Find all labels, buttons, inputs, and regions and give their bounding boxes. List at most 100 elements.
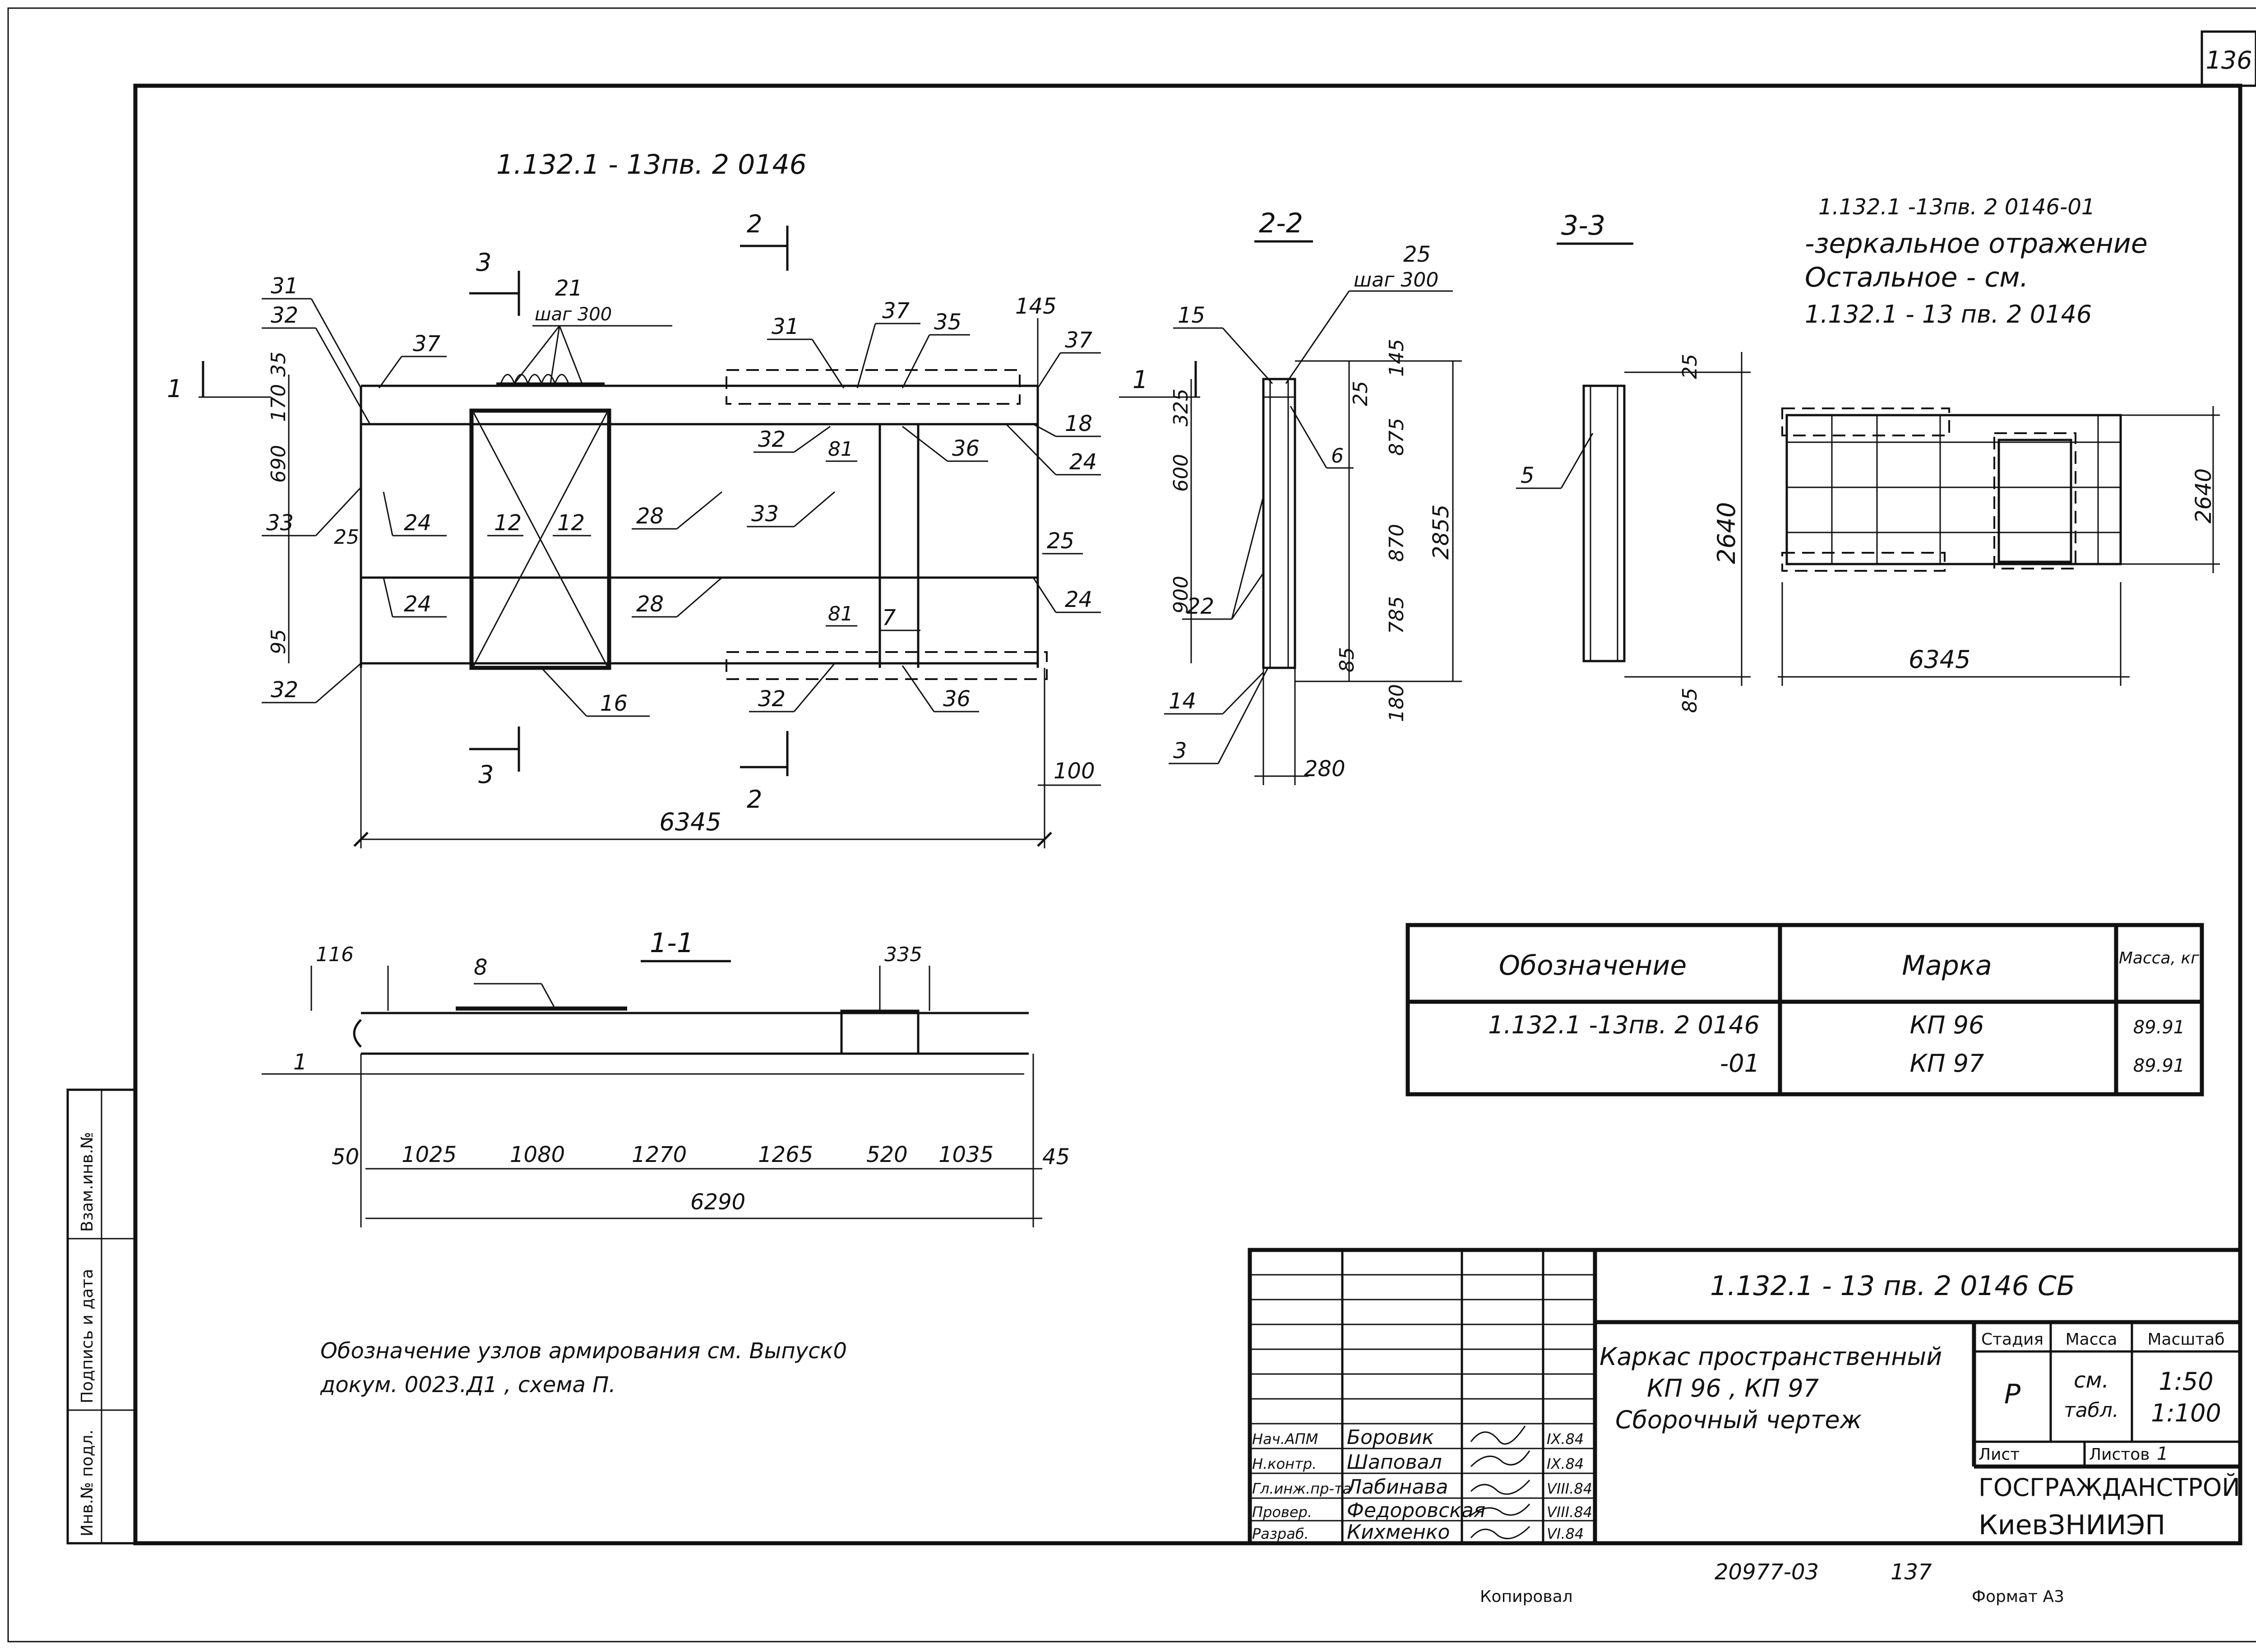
svg-text:2855: 2855 (1428, 504, 1454, 560)
svg-text:25: 25 (1678, 354, 1701, 379)
callout: 81 (828, 602, 853, 625)
svg-text:Р: Р (2004, 1379, 2021, 1410)
callout: 28 (636, 592, 664, 617)
callout: 18 (1065, 411, 1092, 436)
svg-text:25: 25 (334, 526, 359, 549)
svg-text:2: 2 (747, 210, 762, 238)
svg-text:Остальное - см.: Остальное - см. (1805, 262, 2029, 293)
svg-text:280: 280 (1304, 756, 1345, 782)
svg-text:1080: 1080 (510, 1142, 565, 1167)
callout: 35 (934, 310, 962, 335)
outer-trim (7, 7, 2256, 1643)
svg-text:табл.: табл. (2064, 1399, 2119, 1422)
signature-scribble (1470, 1526, 1530, 1540)
callout: 81 (828, 438, 853, 461)
mirror-note: 1.132.1 -13пв. 2 0146-01 -зеркальное отр… (1805, 194, 2148, 329)
svg-text:Масштаб: Масштаб (2147, 1330, 2224, 1349)
svg-text:Нач.АПМ: Нач.АПМ (1252, 1430, 1318, 1448)
svg-text:6: 6 (1331, 444, 1344, 467)
svg-text:1: 1 (1133, 366, 1148, 394)
callout: 21 (555, 276, 582, 301)
callout-step: шаг 300 (535, 304, 612, 325)
svg-text:900: 900 (1170, 576, 1193, 614)
left-binding-strip: Взам.инв.№ Подпись и дата Инв.№ подл. (66, 1088, 137, 1545)
section-1-1 (262, 966, 1042, 1227)
callout: 16 (600, 691, 628, 716)
callout: 12 (557, 510, 585, 536)
callout: 37 (882, 298, 910, 324)
title-line-1: Каркас пространственный (1600, 1342, 1942, 1371)
signature-scribble (1470, 1480, 1530, 1495)
svg-text:Лабинава: Лабинава (1346, 1476, 1448, 1499)
sheet-number-box (2201, 30, 2256, 87)
spec-row-mark: КП 97 (1910, 1049, 1984, 1078)
spec-table: Обозначение Марка Масса, кг 1.132.1 -13п… (1405, 923, 2204, 1097)
drawing-frame (133, 83, 2242, 1546)
svg-text:22: 22 (1187, 594, 1214, 619)
svg-text:3: 3 (478, 760, 494, 789)
svg-text:1265: 1265 (758, 1142, 813, 1167)
svg-text:180: 180 (1385, 684, 1408, 722)
svg-text:25: 25 (1403, 242, 1431, 267)
svg-text:2640: 2640 (2191, 468, 2216, 523)
svg-text:25: 25 (1349, 381, 1372, 406)
note-line-1: Обозначение узлов армирования см. Выпуск… (320, 1338, 847, 1364)
title-block: 1.132.1 - 13 пв. 2 0146 СБ Каркас простр… (1248, 1248, 2242, 1546)
svg-text:170: 170 (267, 384, 290, 422)
title-line-3: Сборочный чертеж (1615, 1406, 1862, 1434)
callout: 32 (271, 677, 298, 703)
svg-text:85: 85 (1336, 647, 1359, 672)
callout: 31 (271, 273, 298, 299)
svg-text:14: 14 (1169, 689, 1196, 714)
spec-row-designation: 1.132.1 -13пв. 2 0146 (1488, 1011, 1760, 1039)
svg-text:1270: 1270 (632, 1142, 687, 1167)
svg-text:35: 35 (267, 352, 290, 377)
svg-text:Кихменко: Кихменко (1347, 1521, 1450, 1544)
svg-text:85: 85 (1678, 688, 1701, 713)
svg-text:Провер.: Провер. (1252, 1504, 1312, 1521)
svg-text:VIII.84: VIII.84 (1547, 1504, 1592, 1521)
main-left-dims: 35 170 690 25 95 (267, 352, 359, 654)
section-1-1-labels: 116 335 8 1 50 1025 1080 1270 1265 520 1… (293, 943, 1070, 1215)
callout: 32 (758, 427, 786, 452)
callout: 7 (882, 605, 896, 630)
callout: 36 (943, 686, 971, 712)
callout: 32 (271, 303, 298, 328)
svg-text:6290: 6290 (690, 1189, 745, 1215)
callout: 28 (636, 504, 664, 529)
svg-text:335: 335 (884, 943, 922, 966)
footer-archive: 20977-03 (1715, 1559, 1819, 1585)
svg-text:-зеркальное отражение: -зеркальное отражение (1805, 228, 2148, 259)
svg-text:1:50: 1:50 (2159, 1367, 2213, 1396)
svg-text:см.: см. (2074, 1368, 2109, 1393)
svg-text:325: 325 (1170, 389, 1193, 426)
main-callouts: 31 32 37 21 шаг 300 31 37 35 145 37 18 2… (262, 273, 1101, 786)
footer-format: Формат А3 (1972, 1587, 2064, 1606)
callout: 25 (1047, 528, 1074, 554)
svg-text:1.132.1 -13пв. 2 0146-01: 1.132.1 -13пв. 2 0146-01 (1818, 194, 2095, 220)
svg-text:Шаповал: Шаповал (1347, 1451, 1442, 1474)
svg-text:Масса: Масса (2066, 1330, 2117, 1349)
svg-text:Стадия: Стадия (1981, 1330, 2043, 1349)
callout: 24 (1065, 587, 1092, 612)
callout: 12 (494, 510, 522, 536)
svg-text:116: 116 (316, 943, 354, 966)
svg-text:3: 3 (476, 248, 491, 277)
svg-text:50: 50 (332, 1144, 359, 1170)
svg-text:Гл.инж.пр-та: Гл.инж.пр-та (1252, 1480, 1351, 1497)
svg-text:IX.84: IX.84 (1547, 1455, 1584, 1472)
svg-text:шаг 300: шаг 300 (1354, 268, 1438, 292)
svg-text:Боровик: Боровик (1347, 1426, 1434, 1449)
spec-row-designation: -01 (1720, 1049, 1760, 1078)
svg-text:8: 8 (474, 955, 488, 980)
signature-scribble (1470, 1450, 1530, 1467)
svg-text:Листов: Листов (2089, 1445, 2150, 1464)
svg-text:VIII.84: VIII.84 (1547, 1480, 1592, 1497)
strip-label-replacement: Взам.инв.№ (78, 1132, 97, 1232)
svg-text:2: 2 (747, 785, 762, 814)
signature-scribble (1470, 1504, 1530, 1516)
callout: 145 (1015, 294, 1057, 319)
spec-header-designation: Обозначение (1499, 950, 1687, 981)
drawing-code: 1.132.1 - 13пв. 2 0146 (496, 149, 807, 180)
